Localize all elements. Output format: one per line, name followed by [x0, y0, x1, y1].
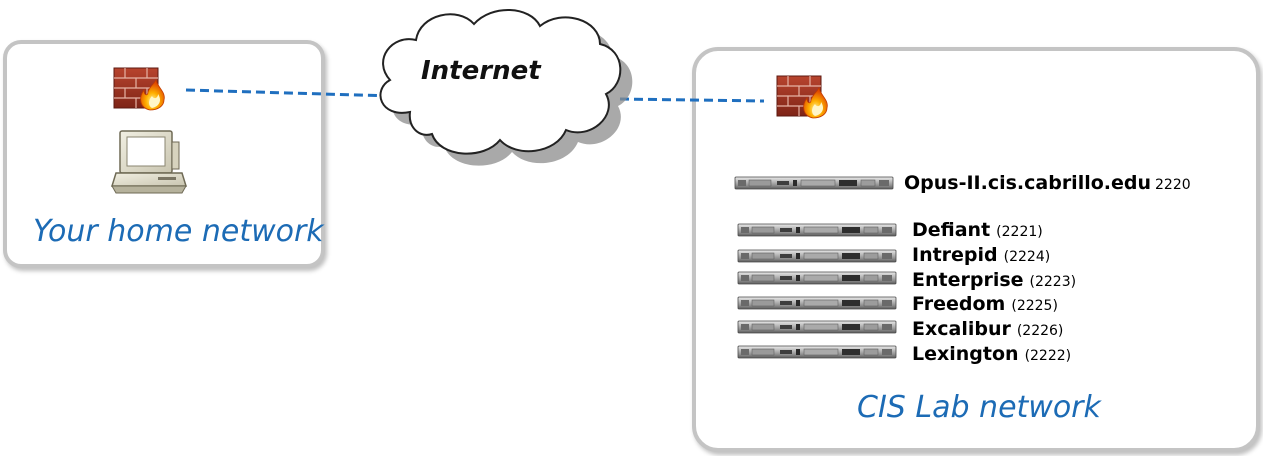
server-label-defiant: Defiant (2221) — [912, 221, 1043, 240]
server-rack-icon — [737, 249, 897, 263]
server-port: (2224) — [1003, 249, 1051, 265]
server-label-intrepid: Intrepid (2224) — [912, 246, 1050, 265]
server-port: (2223) — [1029, 274, 1077, 290]
server-label-excalibur: Excalibur (2226) — [912, 320, 1063, 339]
server-label-enterprise: Enterprise (2223) — [912, 271, 1076, 290]
server-port: (2222) — [1024, 348, 1072, 364]
server-label-freedom: Freedom (2225) — [912, 295, 1058, 314]
server-label-lexington: Lexington (2222) — [912, 345, 1071, 364]
server-port: (2225) — [1011, 298, 1058, 314]
home-to-internet-link — [185, 88, 393, 98]
opus-server-icon — [734, 176, 894, 190]
server-name: Defiant — [912, 219, 991, 241]
server-rack-icon — [737, 320, 897, 334]
cloud-icon — [379, 9, 633, 166]
home-firewall-icon — [113, 67, 165, 111]
server-rack-icon — [737, 296, 897, 310]
server-name: Enterprise — [912, 269, 1024, 291]
lab-network-label: CIS Lab network — [857, 390, 1101, 425]
server-name: Intrepid — [912, 244, 998, 266]
server-port: 2220 — [1155, 177, 1191, 193]
server-rack-icon — [737, 223, 897, 237]
server-port: (2221) — [996, 224, 1043, 240]
internet-label: Internet — [421, 56, 541, 86]
server-rack-icon — [737, 271, 897, 285]
home-network-label: Your home network — [33, 214, 324, 249]
lab-firewall-icon — [776, 75, 828, 119]
computer-icon — [110, 130, 188, 194]
server-name: Lexington — [912, 343, 1019, 365]
server-name: Opus-II.cis.cabrillo.edu — [904, 172, 1152, 194]
server-name: Excalibur — [912, 318, 1011, 340]
internet-to-lab-link — [619, 97, 765, 103]
server-rack-icon — [737, 345, 897, 359]
server-port: (2226) — [1016, 323, 1064, 339]
server-name: Freedom — [912, 293, 1006, 315]
